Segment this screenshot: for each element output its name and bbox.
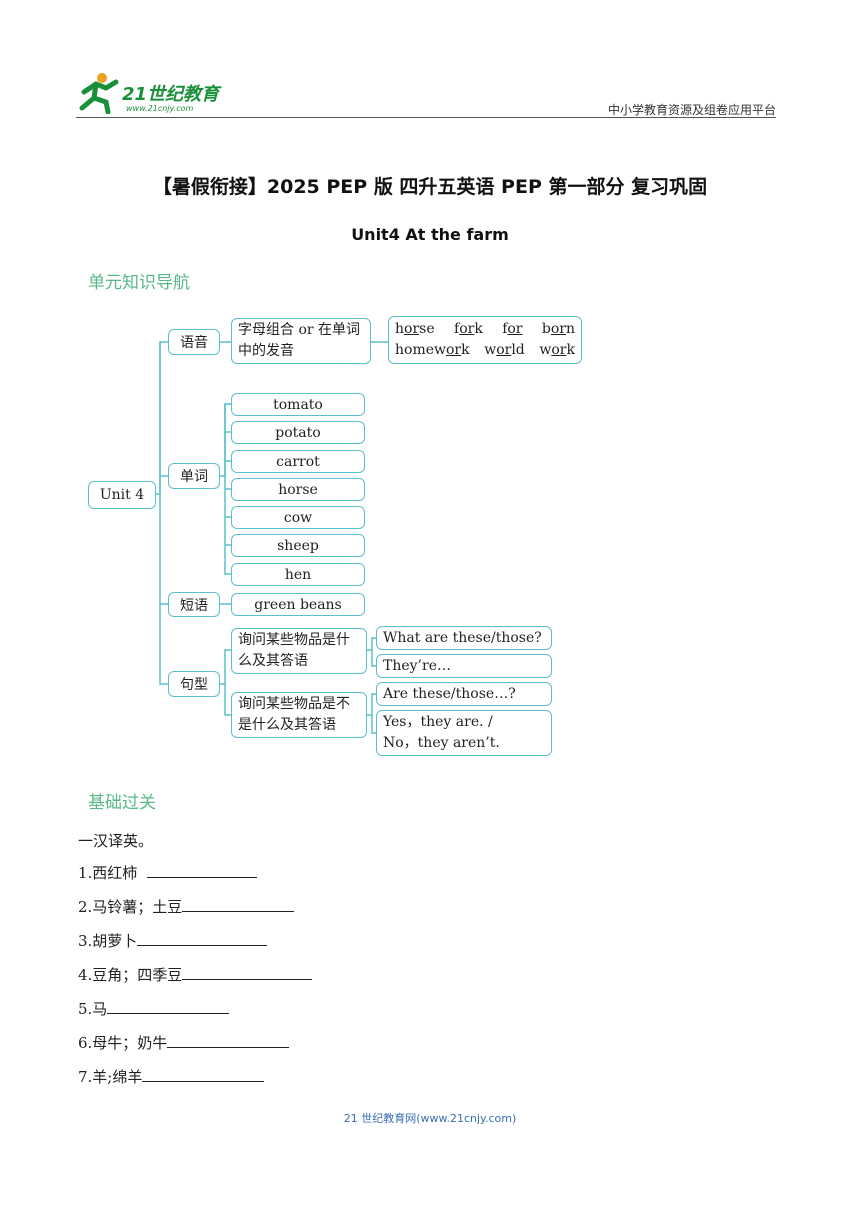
- vocab-word: horse: [278, 481, 318, 498]
- answer-blank[interactable]: [182, 910, 295, 912]
- sentence-no-answer: No，they aren’t.: [383, 735, 500, 751]
- vocab-word-box: potato: [231, 421, 365, 444]
- phonics-word: for: [502, 321, 523, 337]
- exercise-item-prompt: 4.豆角；四季豆: [78, 966, 183, 984]
- answer-box: What are these/those?: [376, 626, 552, 650]
- unit-mind-map: Unit 4 语音 字母组合 or 在单词 中的发音 horse fork fo…: [82, 312, 602, 762]
- vocab-label: 单词: [180, 469, 208, 485]
- section-heading-knowledge: 单元知识导航: [88, 273, 190, 293]
- exercise-item: 6.母牛；奶牛: [78, 1032, 290, 1053]
- question-what-box: 询问某些物品是什 么及其答语: [231, 628, 367, 674]
- phrase-box: green beans: [231, 593, 365, 616]
- header-divider: [76, 117, 776, 118]
- exercise-item: 2.马铃薯；土豆: [78, 896, 295, 917]
- phrase-text: green beans: [254, 596, 342, 613]
- unit-title: Unit4 At the farm: [351, 225, 509, 244]
- phonics-desc-line1: 字母组合 or 在单词: [238, 322, 361, 338]
- mind-map-connectors: [156, 341, 388, 734]
- vocab-word-box: horse: [231, 478, 365, 501]
- answer-blank[interactable]: [182, 978, 313, 980]
- page-footer[interactable]: 21 世纪教育网(www.21cnjy.com): [343, 1112, 517, 1125]
- phonics-word: work: [539, 342, 575, 358]
- question-yesno-line1: 询问某些物品是不: [238, 696, 350, 712]
- answer-blank[interactable]: [146, 876, 257, 878]
- phrase-node: 短语: [168, 592, 220, 617]
- phrase-label: 短语: [180, 597, 208, 614]
- answer-blank[interactable]: [142, 1080, 265, 1082]
- vocab-word: cow: [283, 509, 313, 526]
- vocab-node: 单词: [168, 463, 220, 489]
- phonics-word: born: [541, 321, 575, 337]
- vocab-word-box: tomato: [231, 393, 365, 416]
- phonics-desc-line2: 中的发音: [238, 343, 294, 359]
- site-logo: 21世纪教育 www.21cnjy.com: [76, 70, 246, 116]
- vocab-word-box: cow: [231, 506, 365, 529]
- answer-blank[interactable]: [167, 1046, 290, 1048]
- question-yesno-line2: 是什么及其答语: [238, 717, 336, 733]
- sentence-label: 句型: [180, 677, 208, 693]
- vocab-word-box: hen: [231, 563, 365, 586]
- sentence-node: 句型: [168, 671, 220, 697]
- phonics-words-row2: homework world work: [395, 340, 575, 361]
- logo-url: www.21cnjy.com: [126, 104, 194, 113]
- answer-box: They’re…: [376, 654, 552, 678]
- answer-blank[interactable]: [107, 1012, 230, 1014]
- phonics-node: 语音: [168, 329, 220, 355]
- vocab-word: carrot: [276, 453, 320, 470]
- vocab-word: potato: [275, 424, 321, 441]
- exercise-item-prompt: 5.马: [78, 1000, 108, 1018]
- exercise-item: 3.胡萝卜: [78, 930, 268, 951]
- phonics-description: 字母组合 or 在单词 中的发音: [231, 318, 371, 364]
- platform-name: 中小学教育资源及组卷应用平台: [607, 103, 776, 117]
- exercise-item: 5.马: [78, 998, 230, 1019]
- vocab-word: sheep: [277, 537, 319, 554]
- answer-blank[interactable]: [137, 944, 268, 946]
- page-title: 【暑假衔接】2025 PEP 版 四升五英语 PEP 第一部分 复习巩固: [152, 176, 708, 198]
- phonics-words-row1: horse fork for born: [395, 319, 575, 340]
- phonics-word: world: [484, 342, 525, 358]
- sentence-yes-answer: Yes，they are. /: [383, 714, 493, 730]
- logo-text: 21世纪教育: [122, 84, 220, 105]
- sentence-are-these: Are these/those…?: [383, 685, 516, 702]
- exercise-item-prompt: 6.母牛；奶牛: [78, 1034, 168, 1052]
- root-label: Unit 4: [99, 487, 145, 503]
- sentence-what-are: What are these/those?: [383, 629, 542, 646]
- phonics-word: horse: [395, 321, 435, 337]
- question-what-line2: 么及其答语: [238, 653, 308, 669]
- exercise-instruction: 一汉译英。: [78, 832, 154, 850]
- vocab-word-box: carrot: [231, 450, 365, 473]
- exercise-item-prompt: 2.马铃薯；土豆: [78, 898, 183, 916]
- exercise-item-prompt: 1.西红柿: [78, 864, 138, 882]
- vocab-word: hen: [284, 566, 312, 583]
- vocab-word-box: sheep: [231, 534, 365, 557]
- exercise-item: 4.豆角；四季豆: [78, 964, 313, 985]
- vocab-word: tomato: [273, 396, 323, 413]
- exercise-item: 1.西红柿: [78, 862, 257, 883]
- phonics-label: 语音: [180, 335, 208, 351]
- mind-map-root: Unit 4: [88, 481, 156, 509]
- exercise-item-prompt: 7.羊;绵羊: [78, 1068, 143, 1086]
- question-yesno-box: 询问某些物品是不 是什么及其答语: [231, 692, 367, 738]
- answer-box: Are these/those…?: [376, 682, 552, 706]
- phonics-word: fork: [454, 321, 483, 337]
- exercise-item-prompt: 3.胡萝卜: [78, 932, 138, 950]
- section-heading-basics: 基础过关: [88, 793, 156, 813]
- phonics-example-words: horse fork for born homework world work: [388, 316, 582, 364]
- question-what-line1: 询问某些物品是什: [238, 632, 350, 648]
- runner-logo-icon: [79, 73, 119, 115]
- sentence-they-are: They’re…: [383, 657, 451, 674]
- answer-box: Yes，they are. / No，they aren’t.: [376, 710, 552, 756]
- phonics-word: homework: [395, 342, 470, 358]
- exercise-item: 7.羊;绵羊: [78, 1066, 265, 1087]
